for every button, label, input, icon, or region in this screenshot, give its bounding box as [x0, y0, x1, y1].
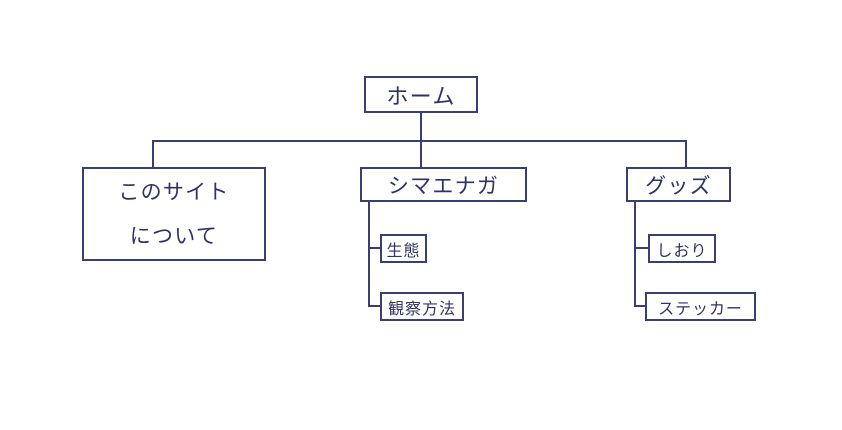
node-ecology-label: 生態 [386, 240, 421, 260]
node-about-label-line2: について [129, 224, 219, 248]
node-shimaenaga[interactable]: シマエナガ [360, 167, 527, 202]
connector-drop-about [152, 140, 154, 168]
connector-goods-to-sticker [634, 305, 647, 307]
connector-level2-bus [152, 140, 687, 142]
connector-shimaenaga-to-ecology [368, 247, 382, 249]
node-about[interactable]: このサイト について [82, 167, 266, 261]
node-home[interactable]: ホーム [364, 76, 478, 113]
connector-root-stem [420, 113, 422, 142]
node-sticker[interactable]: ステッカー [645, 292, 756, 321]
connector-goods-spine [634, 202, 636, 307]
node-about-label-line1: このサイト [118, 180, 230, 204]
node-sticker-label: ステッカー [658, 298, 743, 318]
node-bookmark-label: しおり [656, 240, 708, 260]
node-home-label: ホーム [386, 84, 456, 110]
node-goods-label: グッズ [645, 173, 712, 198]
node-goods[interactable]: グッズ [626, 167, 731, 202]
connector-drop-goods [685, 140, 687, 168]
node-shimaenaga-label: シマエナガ [387, 173, 500, 198]
connector-drop-shimaenaga [420, 140, 422, 168]
connector-shimaenaga-spine [368, 202, 370, 307]
connector-goods-to-bookmark [634, 247, 650, 249]
node-bookmark[interactable]: しおり [648, 234, 716, 263]
node-observation-label: 観察方法 [388, 298, 456, 318]
node-ecology[interactable]: 生態 [380, 234, 427, 263]
node-observation[interactable]: 観察方法 [380, 292, 464, 321]
connector-shimaenaga-to-observation [368, 305, 382, 307]
